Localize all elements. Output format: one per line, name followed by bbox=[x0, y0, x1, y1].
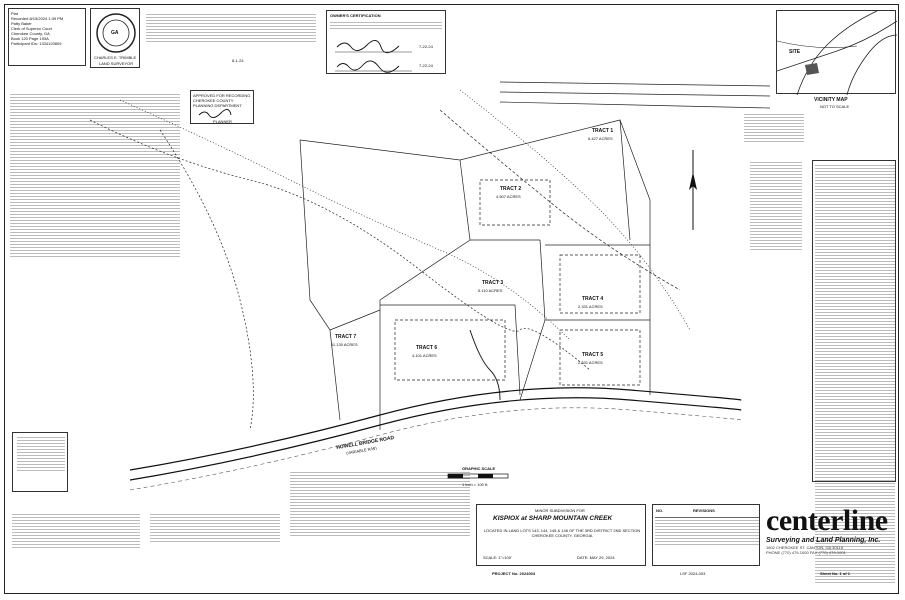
approval-box: APPROVED FOR RECORDING CHEROKEE COUNTY P… bbox=[190, 90, 254, 124]
creek-line bbox=[119, 99, 571, 341]
graphic-scale-unit: 1 inch = 100 ft. bbox=[462, 482, 489, 487]
recording-line: Cherokee County, GA bbox=[11, 31, 50, 36]
company-tagline: Surveying and Land Planning, Inc. bbox=[766, 537, 881, 544]
project-location: LOCATED IN LAND LOTS 143, 144, 145 & 146… bbox=[483, 528, 641, 538]
tract-1-acres: 6.427 ACRES bbox=[588, 136, 613, 141]
road-row-line bbox=[129, 407, 742, 491]
owner-sig-date-1: 7-22-24 bbox=[419, 44, 433, 49]
general-notes bbox=[10, 92, 180, 259]
recording-line: Participant IDs: 1334120809 bbox=[11, 41, 62, 46]
driveway bbox=[469, 329, 501, 401]
project-date: DATE: MAY 29, 2024 bbox=[577, 555, 615, 560]
setback-tract2 bbox=[479, 179, 551, 226]
seal-inner-text: GA bbox=[111, 30, 119, 36]
contour-line bbox=[439, 109, 681, 291]
setback-tract4 bbox=[559, 254, 641, 314]
curve-line-table bbox=[812, 160, 896, 583]
seal-name: CHARLES E. TRIMBLE bbox=[94, 55, 137, 60]
vicinity-site-label: SITE bbox=[789, 49, 801, 55]
lsf-number: LSF 2024-003 bbox=[680, 571, 706, 576]
road-edge bbox=[129, 387, 742, 471]
revisions-table: NO. REVISIONS bbox=[652, 504, 760, 566]
vicinity-map-roads bbox=[777, 11, 897, 95]
tract-6-acres: 4.101 ACRES bbox=[412, 353, 437, 358]
graphic-scale-title: GRAPHIC SCALE bbox=[462, 466, 496, 471]
tract-6-name: TRACT 6 bbox=[416, 345, 438, 351]
tract-4-acres: 2.331 ACRES bbox=[578, 304, 603, 309]
power-easement-line bbox=[499, 81, 771, 87]
bottom-notes-right bbox=[290, 470, 470, 538]
power-easement-line bbox=[499, 101, 771, 109]
tract-boundary bbox=[379, 239, 471, 430]
tract-3-name: TRACT 3 bbox=[482, 280, 504, 286]
tract-boundary bbox=[299, 139, 341, 421]
company-address: 1802 CHEROKEE ST. CANTON, GA 30115 bbox=[766, 545, 843, 550]
vicinity-map-title: VICINITY MAP bbox=[814, 97, 848, 103]
sheet-number: Sheet No. 1 of 1 bbox=[820, 571, 851, 576]
owner-sig-date-2: 7-22-24 bbox=[419, 63, 433, 68]
title-heading: MINOR SUBDIVISION FOR bbox=[535, 508, 585, 513]
survey-notes-right bbox=[744, 112, 804, 144]
surveyor-seal-box: GA CHARLES E. TRIMBLE LAND SURVEYOR bbox=[90, 8, 140, 68]
seal-icon bbox=[96, 13, 136, 53]
tract-boundary bbox=[329, 309, 381, 331]
surveyor-certificate-text bbox=[146, 12, 316, 44]
setback-tract6 bbox=[394, 319, 506, 381]
vicinity-map-scale: NOT TO SCALE bbox=[820, 104, 850, 109]
bottom-notes-mid bbox=[150, 512, 280, 544]
signatures bbox=[335, 40, 412, 73]
revisions-no-header: NO. bbox=[656, 508, 664, 513]
creek-line bbox=[89, 119, 591, 371]
graphic-scale-bar bbox=[447, 473, 509, 479]
tract-2-acres: 4.507 ACRES bbox=[496, 194, 521, 199]
tract-boundary bbox=[299, 119, 631, 241]
floodplain-line bbox=[159, 129, 254, 431]
setback-tract5 bbox=[559, 329, 641, 386]
surveyor-signature-date: 8-1-24 bbox=[232, 58, 244, 63]
recording-line: Patty Baker bbox=[11, 21, 32, 26]
bottom-notes-left bbox=[12, 512, 140, 550]
project-title: KISPIOX at SHARP MOUNTAIN CREEK bbox=[493, 515, 613, 522]
contour-line bbox=[459, 89, 691, 331]
approval-title: APPROVED FOR RECORDING CHEROKEE COUNTY P… bbox=[193, 93, 251, 108]
tract-boundary bbox=[380, 304, 521, 396]
tract-4-name: TRACT 4 bbox=[582, 296, 604, 302]
recording-line: Clerk of Superior Court bbox=[11, 26, 52, 31]
vicinity-map: SITE bbox=[776, 10, 897, 95]
north-arrow-icon bbox=[689, 172, 697, 190]
title-block: MINOR SUBDIVISION FOR KISPIOX at SHARP M… bbox=[476, 504, 646, 566]
recording-stamp: Plat Recorded 8/15/2024 1:39 PM Patty Ba… bbox=[8, 8, 86, 66]
recording-line: Plat bbox=[11, 11, 18, 16]
tract-3-acres: 5.110 ACRES bbox=[478, 288, 503, 293]
revisions-header: REVISIONS bbox=[693, 508, 715, 513]
seal-subtitle: LAND SURVEYOR bbox=[99, 61, 134, 66]
recording-line: Book 120 Page 193A bbox=[11, 36, 49, 41]
recording-line: Recorded 8/15/2024 1:39 PM bbox=[11, 16, 64, 21]
approval-role: PLANNER bbox=[213, 119, 232, 124]
tract-7-acres: 11.130 ACRES bbox=[331, 342, 358, 347]
company-phone: PHONE (770) 479-1000 FAX (770) 479-1001 bbox=[766, 550, 846, 555]
project-number: PROJECT No. 2024003 bbox=[492, 571, 536, 576]
power-easement-line bbox=[499, 91, 771, 97]
approval-signature bbox=[198, 109, 232, 118]
road-edge bbox=[129, 397, 742, 481]
tract-2-name: TRACT 2 bbox=[500, 186, 522, 192]
sheet-border bbox=[4, 4, 899, 594]
tract-boundary bbox=[459, 159, 540, 241]
tract-boundary bbox=[619, 119, 651, 245]
reference-notes-right bbox=[750, 160, 802, 252]
owner-certification: OWNER'S CERTIFICATION 7-22-24 7-22-24 bbox=[326, 10, 446, 74]
tract-boundary bbox=[519, 239, 546, 401]
company-name: centerline bbox=[766, 504, 888, 537]
tract-1-name: TRACT 1 bbox=[592, 128, 614, 134]
tract-7-name: TRACT 7 bbox=[335, 334, 357, 340]
legend-box bbox=[12, 432, 68, 492]
tract-5-acres: 2.331 ACRES bbox=[578, 360, 603, 365]
tract-5-name: TRACT 5 bbox=[582, 352, 604, 358]
owner-cert-title: OWNER'S CERTIFICATION bbox=[330, 13, 381, 18]
project-scale: SCALE: 1"=100' bbox=[483, 555, 512, 560]
company-logo: centerline Surveying and Land Planning, … bbox=[766, 504, 888, 556]
